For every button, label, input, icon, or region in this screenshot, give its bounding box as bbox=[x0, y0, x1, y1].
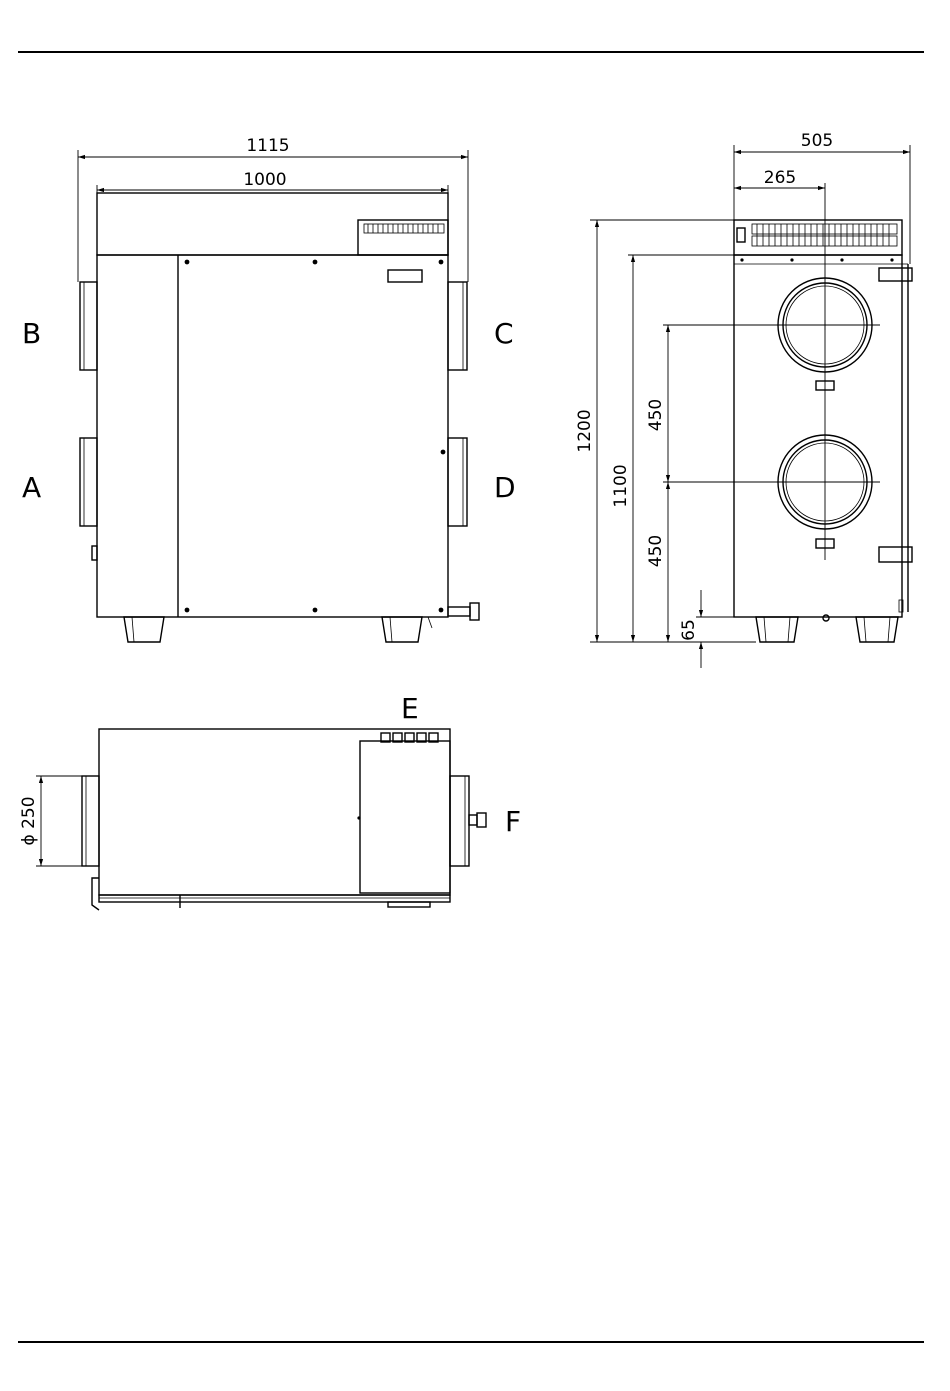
dimension-450-lower: 450 bbox=[646, 482, 668, 642]
dim-overall-width: 1115 bbox=[246, 136, 289, 156]
front-grille bbox=[364, 224, 444, 233]
dim-spigot-offset: 265 bbox=[764, 168, 796, 188]
dimension-1000: 1000 bbox=[97, 170, 448, 255]
dimension-450-upper: 450 bbox=[646, 325, 668, 482]
dim-foot-height: 65 bbox=[679, 619, 699, 641]
dim-overall-height: 1200 bbox=[575, 409, 595, 452]
side-grille bbox=[752, 224, 897, 246]
dim-side-depth: 505 bbox=[801, 131, 833, 151]
front-view bbox=[80, 193, 479, 642]
dimension-265: 265 bbox=[734, 168, 825, 188]
dimension-505: 505 bbox=[734, 131, 910, 264]
label-port-e: E bbox=[401, 692, 419, 725]
dimension-1115: 1115 bbox=[78, 136, 468, 282]
top-view bbox=[82, 729, 486, 910]
side-view bbox=[734, 220, 912, 642]
dimension-diameter: ϕ 250 bbox=[19, 776, 82, 866]
label-port-d: D bbox=[494, 471, 516, 504]
dim-spigot-spacing-lower: 450 bbox=[646, 535, 666, 567]
label-port-f: F bbox=[505, 805, 521, 838]
dimension-1100: 1100 bbox=[611, 255, 734, 642]
label-port-b: B bbox=[22, 317, 41, 350]
label-port-c: C bbox=[494, 317, 514, 350]
dim-spigot-spacing-upper: 450 bbox=[646, 399, 666, 431]
dim-spigot-diameter: ϕ 250 bbox=[19, 796, 39, 845]
dimension-65: 65 bbox=[679, 590, 756, 668]
dim-body-height: 1100 bbox=[611, 464, 631, 507]
dim-body-width: 1000 bbox=[243, 170, 286, 190]
label-port-a: A bbox=[22, 471, 41, 504]
